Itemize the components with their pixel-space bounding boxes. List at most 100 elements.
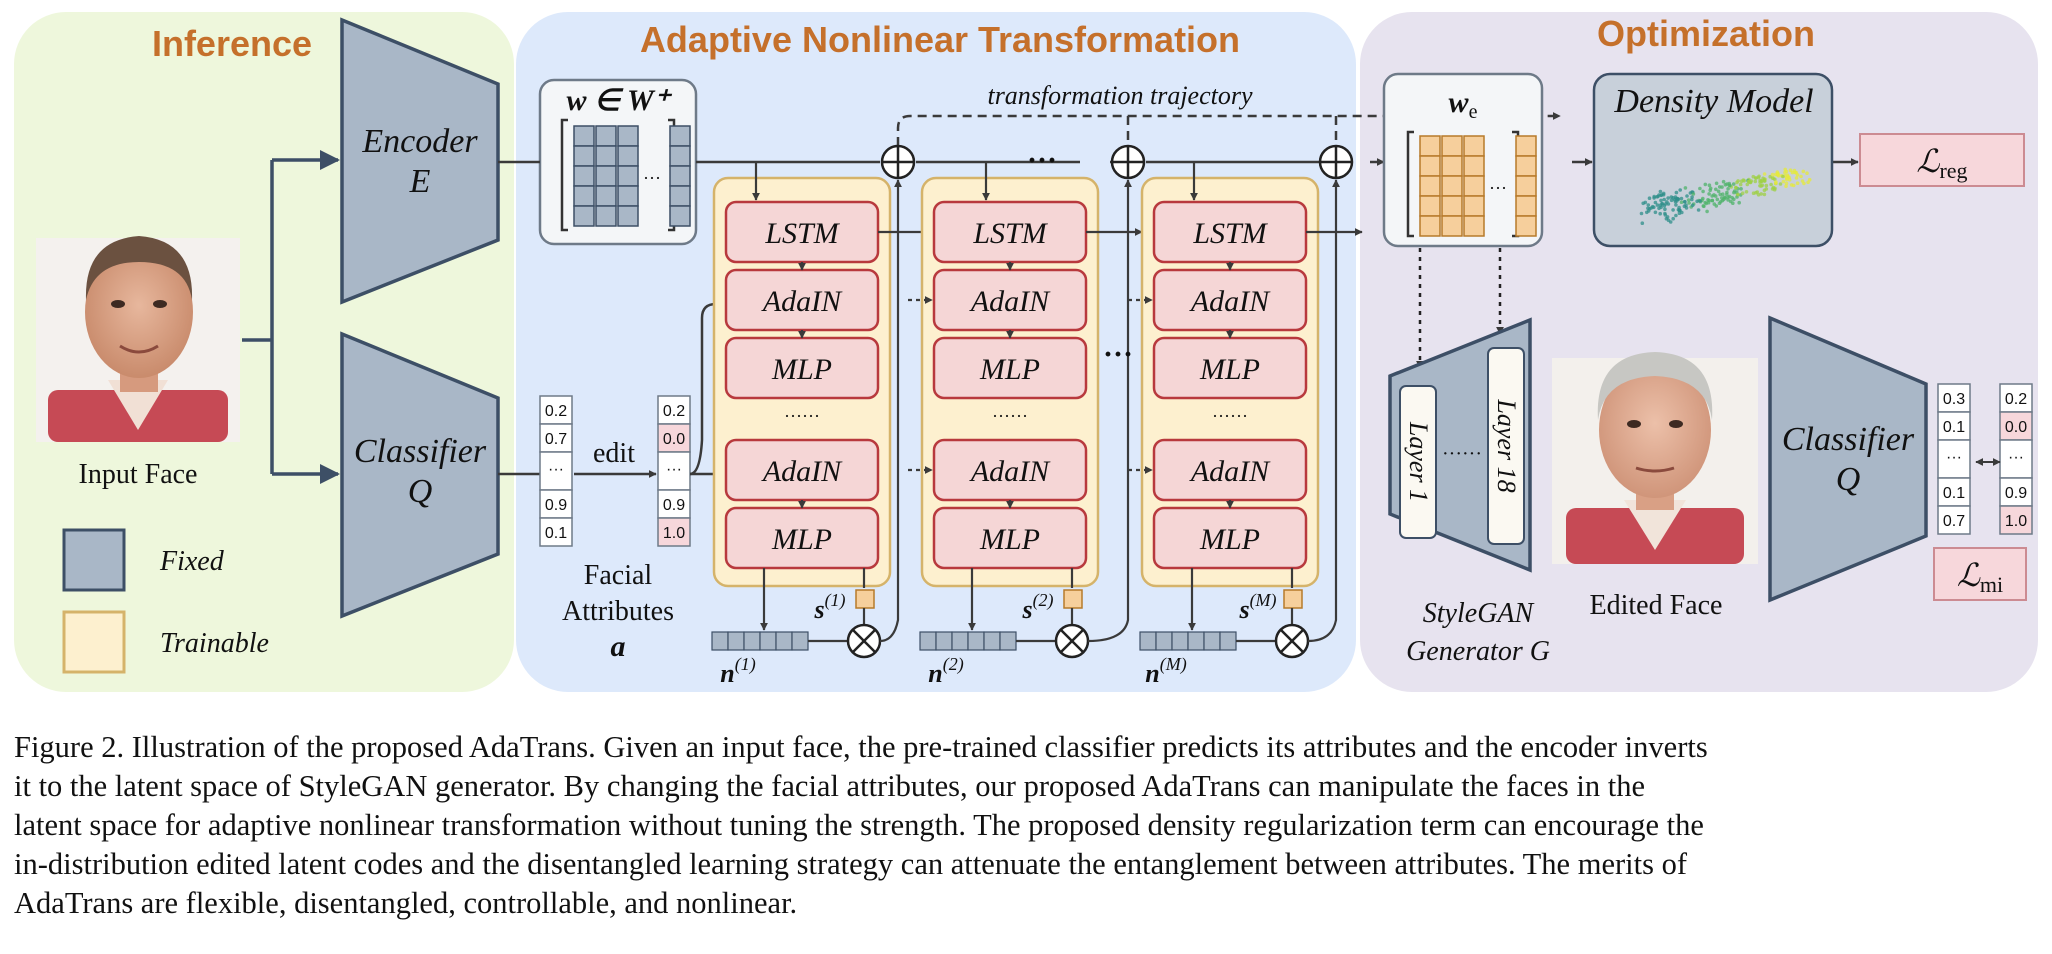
edited-attribute-cell: 0.9: [657, 489, 691, 519]
strength-cell: [855, 589, 875, 609]
noise-cell: [967, 631, 985, 651]
svg-text:AdaIN: AdaIN: [1189, 455, 1271, 488]
noise-cell: [1155, 631, 1173, 651]
svg-text:1.0: 1.0: [663, 525, 685, 542]
noise-label-3: n(M): [1145, 654, 1186, 688]
edited-face-image: [1552, 352, 1758, 564]
input-face-image: [36, 236, 240, 442]
strength-label-1: s(1): [813, 590, 845, 624]
edited-latent-cell: [1463, 215, 1485, 237]
edit-label: edit: [593, 438, 635, 469]
noise-cell: [919, 631, 937, 651]
svg-text:MLP: MLP: [979, 353, 1040, 386]
flow-dots-top: ···: [1027, 144, 1057, 177]
latent-to-generator-arrows: [1416, 248, 1504, 369]
noise-cell: [775, 631, 793, 651]
density-model-label: Density Model: [1613, 83, 1813, 120]
svg-text:0.1: 0.1: [545, 525, 567, 542]
block-1-adain-1: AdaIN: [724, 268, 880, 332]
latent-cell: [669, 165, 691, 187]
edited-latent-cell: [1419, 135, 1441, 157]
target-attribute-cell: 0.0: [1999, 411, 2033, 441]
svg-text:0.9: 0.9: [2005, 485, 2027, 502]
target-attribute-cell: ···: [1999, 439, 2033, 479]
caption-line-4: in-distribution edited latent codes and …: [14, 847, 1687, 881]
target-attribute-cell: 0.2: [1999, 383, 2033, 413]
latent-cell: [573, 205, 595, 227]
edited-latent-cell: [1419, 195, 1441, 217]
svg-text:0.0: 0.0: [663, 431, 685, 448]
latent-cell: [595, 125, 617, 147]
svg-text:0.1: 0.1: [1943, 419, 1965, 436]
latent-cell: [617, 165, 639, 187]
svg-text:···: ···: [666, 461, 682, 478]
legend-fixed-swatch: [62, 528, 126, 592]
predicted-attribute-cell: 0.1: [1937, 477, 1971, 507]
edited-latent-cell: [1441, 175, 1463, 197]
add-operator-2: [1110, 144, 1146, 180]
noise-cell: [759, 631, 777, 651]
classifier-symbol: Q: [408, 473, 433, 510]
multiply-operator-3: [1274, 623, 1310, 659]
facial-attributes-label-2: Attributes: [562, 596, 674, 627]
block-2-adain-3: AdaIN: [932, 438, 1088, 502]
latent-cell: [595, 145, 617, 167]
noise-cell: [935, 631, 953, 651]
generator-layer-18-label: Layer 18: [1492, 398, 1521, 492]
svg-text:0.1: 0.1: [1943, 485, 1965, 502]
svg-text:0.0: 0.0: [2005, 419, 2027, 436]
generator-dots: ······: [1442, 443, 1482, 465]
loss-reg-box: ℒreg: [1859, 133, 2025, 187]
edited-latent-cell: [1515, 215, 1537, 237]
attribute-vectors: 0.20.7···0.90.1 edit 0.20.0···0.91.0 Fac…: [498, 395, 691, 663]
edited-latent-cell: [1515, 155, 1537, 177]
density-scatter: [1639, 167, 1812, 225]
generator-label-2: Generator G: [1406, 636, 1550, 667]
edited-latent-cell: [1515, 195, 1537, 217]
svg-text:0.9: 0.9: [545, 497, 567, 514]
block-3-adain-1: AdaIN: [1152, 268, 1308, 332]
edited-face-label: Edited Face: [1590, 590, 1723, 621]
legend-trainable-swatch: [62, 610, 126, 674]
attribute-vector-original: 0.20.7···0.90.1: [539, 395, 573, 547]
loss-mi-label: ℒmi: [1957, 557, 2003, 597]
svg-text:MLP: MLP: [771, 523, 832, 556]
adatrans-diagram: Inference Adaptive Nonlinear Transformat…: [14, 12, 2038, 692]
noise-cell: [1139, 631, 1157, 651]
edited-latent-cell: [1515, 135, 1537, 157]
block-3-lstm-0: LSTM: [1152, 200, 1308, 264]
edited-latent-label: we: [1449, 86, 1478, 123]
latent-cell: [669, 205, 691, 227]
target-attributes: 0.2 0.0 ··· 0.9 1.0: [1999, 383, 2033, 535]
add-operator-3: [1318, 144, 1354, 180]
edited-latent-cell: [1463, 195, 1485, 217]
inference-title: Inference: [152, 23, 312, 64]
target-attribute-cell: 1.0: [1999, 505, 2033, 535]
edited-latent-cell: [1441, 195, 1463, 217]
facial-attributes-symbol: a: [611, 630, 626, 663]
classifier-network: Classifier Q: [340, 331, 500, 619]
between-blocks-dots: ···: [1103, 338, 1133, 371]
generator-layer-18: [1487, 347, 1525, 545]
svg-text:MLP: MLP: [979, 523, 1040, 556]
block-2-adain-1: AdaIN: [932, 268, 1088, 332]
svg-text:AdaIN: AdaIN: [969, 285, 1051, 318]
noise-cell: [1171, 631, 1189, 651]
loss-mi-box: ℒmi: [1933, 547, 2027, 601]
block-1-adain-3: AdaIN: [724, 438, 880, 502]
legend: Fixed Trainable: [62, 528, 269, 674]
svg-text:0.7: 0.7: [545, 431, 567, 448]
edited-latent-cell: [1441, 215, 1463, 237]
latent-cell: [595, 205, 617, 227]
latent-cell: [573, 185, 595, 207]
caption-line-5: AdaTrans are flexible, disentangled, con…: [14, 886, 798, 920]
caption-line-3: latent space for adaptive nonlinear tran…: [14, 808, 1704, 842]
noise-cell: [1219, 631, 1237, 651]
edited-latent-cell: [1463, 175, 1485, 197]
latent-cell: [617, 125, 639, 147]
svg-text:···: ···: [2008, 449, 2024, 466]
encoder-network: Encoder E: [340, 17, 500, 305]
noise-label-2: n(2): [928, 654, 963, 688]
svg-text:AdaIN: AdaIN: [761, 285, 843, 318]
